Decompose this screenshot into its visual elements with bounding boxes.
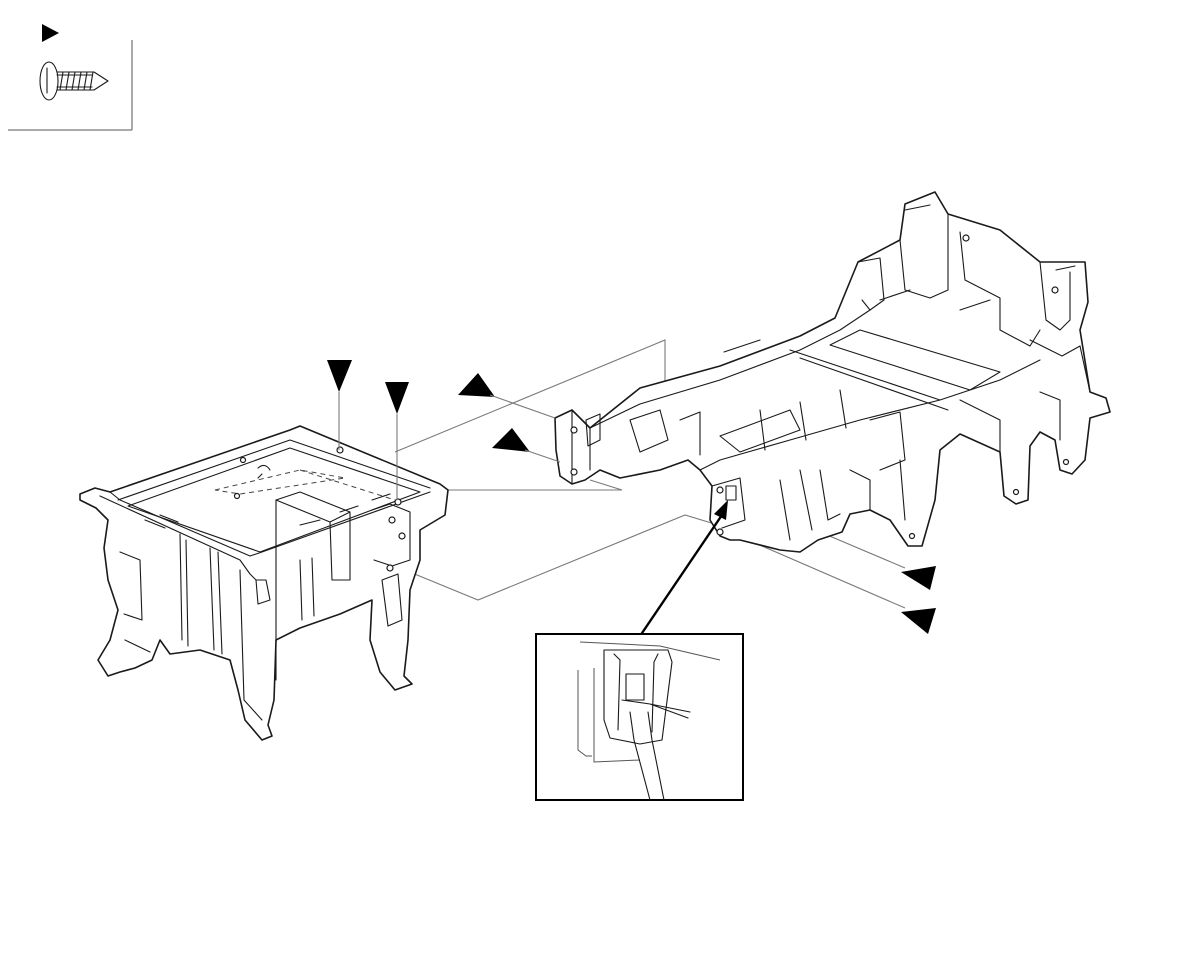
screw-marker-top-1: [327, 360, 352, 392]
screw-marker-right-1: [901, 566, 936, 590]
legend: [8, 24, 133, 131]
console-box-bracket: [554, 191, 1111, 553]
tapping-screw-icon: [39, 61, 109, 101]
detail-inset-clip: [535, 633, 744, 801]
screw-marker-side-1: [458, 373, 495, 397]
rear-console-box: [79, 425, 449, 741]
screw-marker-top-2: [385, 382, 409, 414]
screw-markers: [327, 360, 936, 634]
screw-marker-side-2: [492, 428, 530, 452]
screw-marker-right-2: [901, 608, 936, 634]
legend-box: [8, 40, 133, 131]
detail-callout-arrow: [639, 500, 728, 637]
play-triangle-icon: [42, 24, 59, 42]
